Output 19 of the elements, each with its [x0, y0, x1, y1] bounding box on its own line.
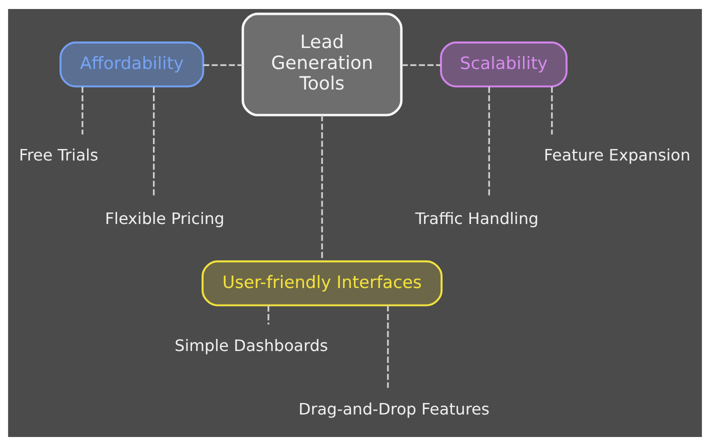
node-text: Feature Expansion: [544, 146, 690, 165]
connector: [402, 64, 441, 66]
connector: [551, 86, 553, 134]
node-text: Simple Dashboards: [174, 336, 328, 355]
node-box: Affordability: [60, 42, 204, 88]
connector: [488, 86, 490, 198]
node-box: Scalability: [440, 42, 568, 88]
connector: [82, 86, 84, 134]
connector: [321, 115, 323, 261]
node-box: Lead Generation Tools: [242, 12, 403, 116]
connector: [387, 305, 389, 388]
node-text: Traffic Handling: [415, 209, 539, 228]
connector: [203, 64, 243, 66]
node-box: User-friendly Interfaces: [202, 260, 443, 306]
connector: [268, 306, 270, 324]
node-text: Flexible Pricing: [105, 209, 224, 228]
connector: [152, 86, 155, 198]
node-text: Free Trials: [19, 146, 98, 165]
node-text: Drag-and-Drop Features: [298, 399, 490, 418]
